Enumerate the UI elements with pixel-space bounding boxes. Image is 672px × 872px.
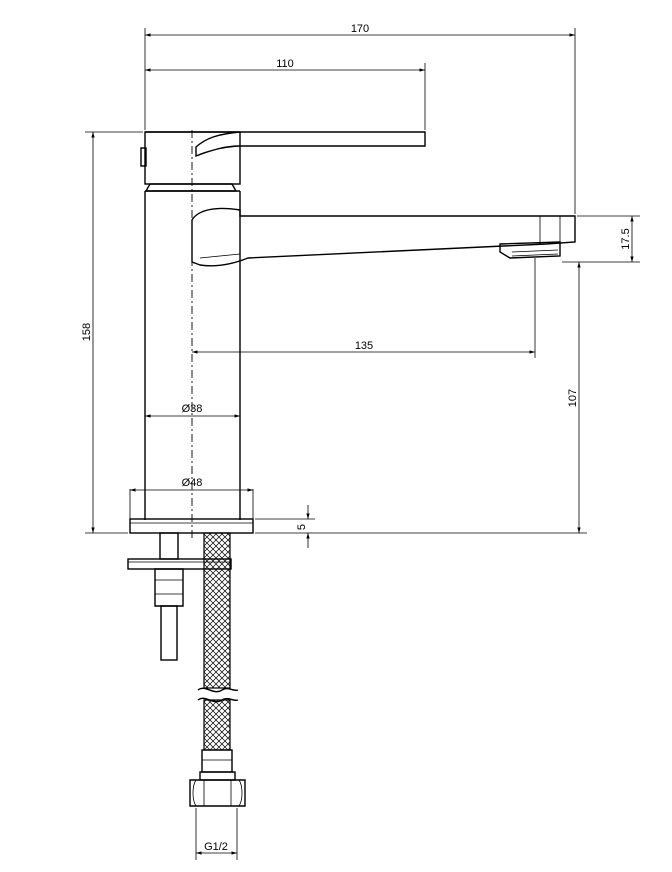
lever-handle [145, 131, 426, 158]
faucet-body [129, 131, 254, 534]
dim-spout-reach: 135 [355, 340, 373, 352]
dim-base-diameter: Ø48 [182, 477, 203, 489]
dim-body-diameter: Ø38 [182, 403, 203, 415]
dim-spout-height: 107 [567, 389, 579, 407]
dim-total-height: 158 [81, 323, 93, 341]
cap-knob [140, 147, 147, 167]
dim-connection-thread: G1/2 [204, 841, 228, 853]
swivel-nut [189, 779, 246, 807]
spout [191, 207, 576, 267]
hose-ferrule [201, 749, 233, 773]
aerator [499, 241, 561, 259]
cap-ring [144, 183, 238, 192]
dim-base-thickness: 5 [296, 524, 308, 530]
base-plate [129, 518, 254, 534]
dim-overall-width: 170 [351, 23, 369, 35]
dimension-lines [85, 28, 640, 860]
cartridge-cap [144, 131, 241, 185]
mounting-nut [154, 568, 184, 607]
dim-spout-thickness: 17.5 [620, 228, 632, 249]
dim-handle-length: 110 [276, 58, 294, 70]
threaded-rod [160, 605, 178, 661]
braided-hose [189, 532, 246, 807]
